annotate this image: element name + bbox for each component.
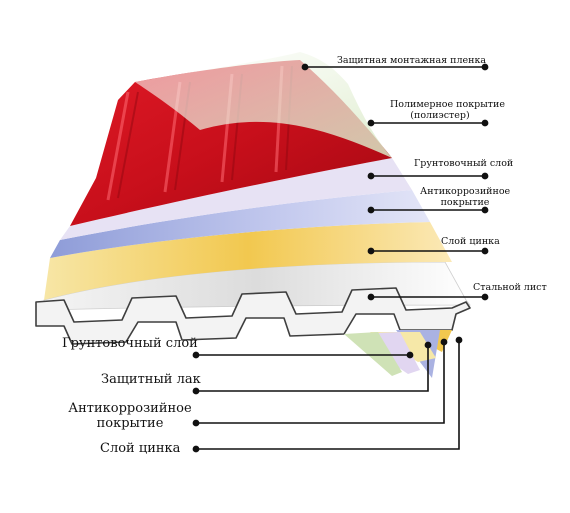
- label-anticorrosion-top-line2: покрытие: [440, 197, 490, 208]
- label-lacquer-bottom: Защитный лак: [101, 372, 201, 387]
- label-anticorrosion-bottom-line2: покрытие: [96, 416, 164, 431]
- corrugated-profile-edge: [35, 287, 471, 345]
- label-polymer-coating: Полимерное покрытие (полиэстер): [390, 99, 505, 121]
- bottom-leaders: [192, 336, 463, 453]
- label-polymer-coating-line2: (полиэстер): [410, 110, 470, 121]
- label-steel-sheet: Стальной лист: [473, 282, 547, 293]
- bottom-film-layer: [344, 332, 402, 376]
- label-anticorrosion-bottom-line1: Антикоррозийное: [68, 401, 192, 416]
- top-leaders: [301, 63, 489, 301]
- anticorrosion-layer: [50, 190, 430, 258]
- primer-layer: [60, 158, 412, 240]
- label-polymer-coating-line1: Полимерное покрытие: [390, 99, 505, 110]
- label-primer-bottom: Грунтовочный слой: [62, 336, 198, 351]
- label-anticorrosion-top-line1: Антикоррозийное: [420, 186, 511, 197]
- label-protective-film: Защитная монтажная пленка: [337, 55, 487, 66]
- zinc-layer: [44, 222, 452, 300]
- label-primer-top: Грунтовочный слой: [414, 158, 514, 169]
- label-anticorrosion-top: Антикоррозийное покрытие: [420, 186, 510, 208]
- film-layer: [135, 52, 392, 158]
- label-zinc-top: Слой цинка: [441, 236, 500, 247]
- label-anticorrosion-bottom: Антикоррозийное покрытие: [60, 401, 200, 431]
- label-zinc-bottom: Слой цинка: [100, 441, 181, 456]
